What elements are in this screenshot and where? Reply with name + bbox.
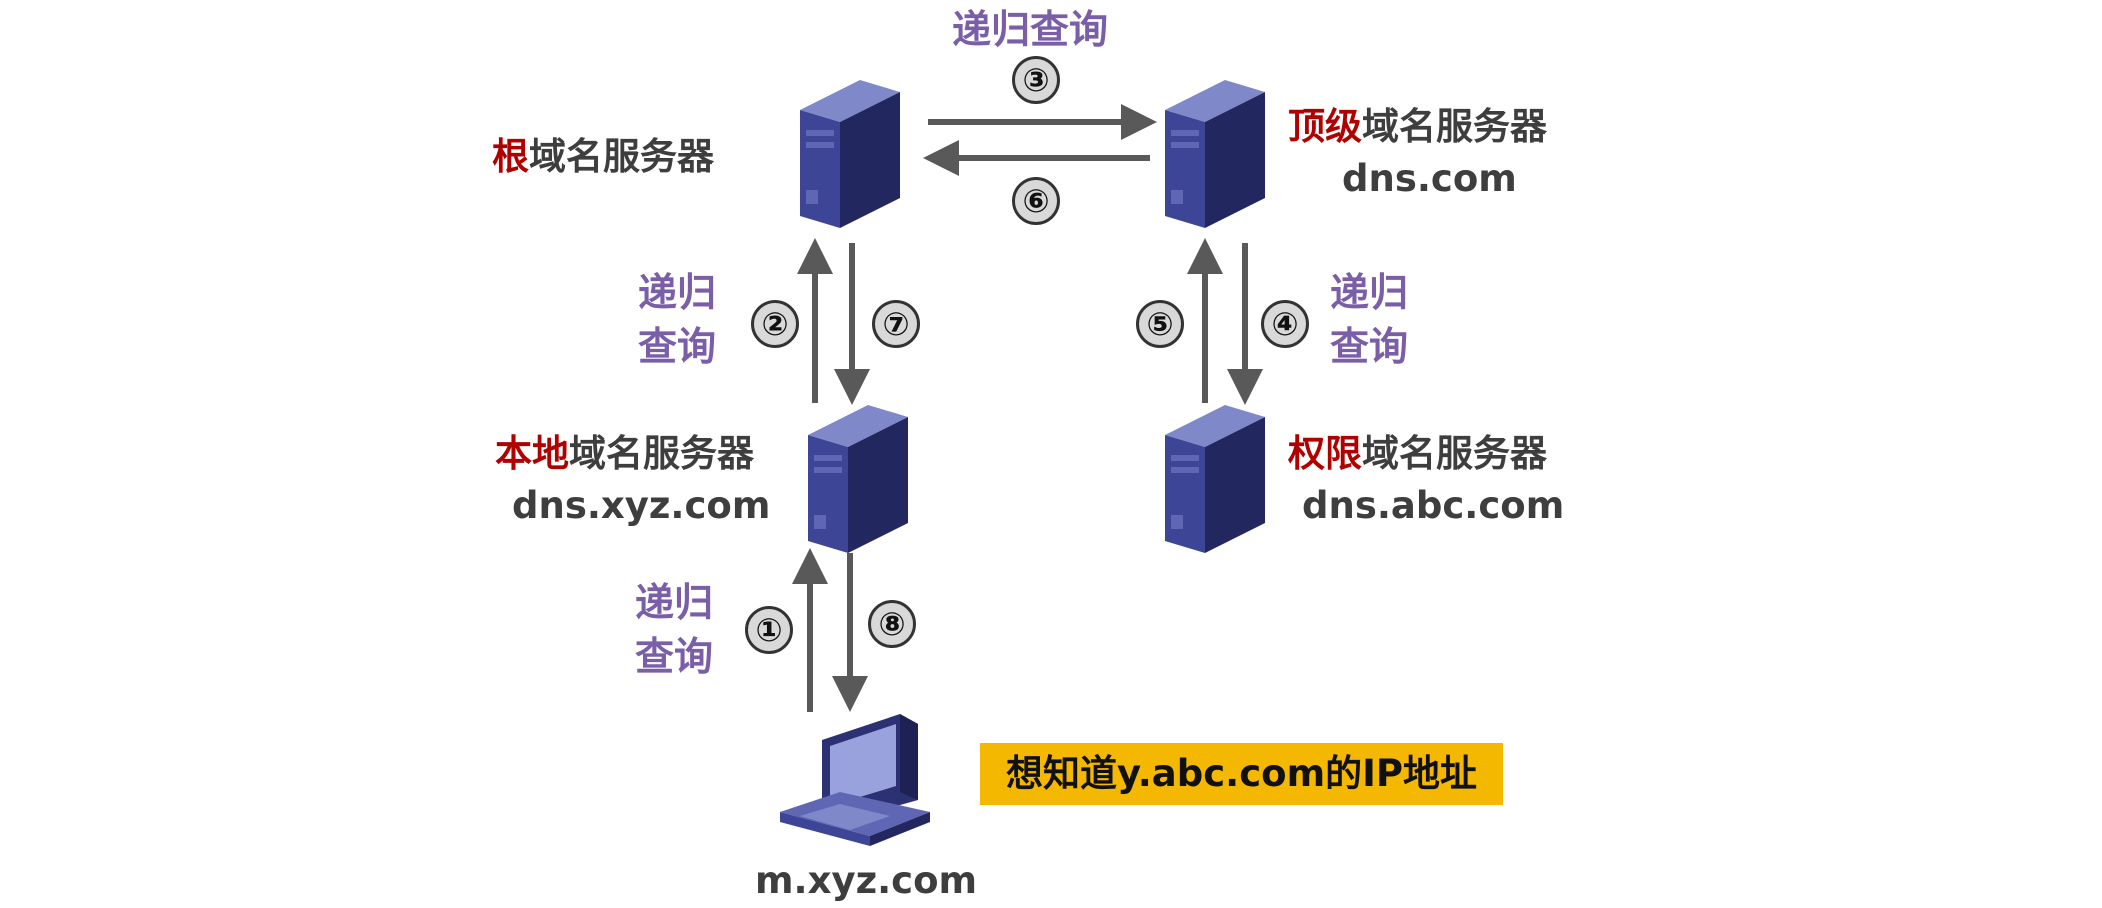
local-domain: dns.xyz.com — [512, 484, 771, 527]
tld-rest: 域名服务器 — [1362, 105, 1547, 148]
local-rest: 域名服务器 — [569, 432, 754, 475]
step-6-marker: ⑥ — [1012, 177, 1060, 225]
auth-server-label: 权限域名服务器 — [1288, 435, 1547, 472]
local-server-label: 本地域名服务器 — [495, 435, 754, 472]
top-query-label: 递归查询 — [952, 8, 1109, 53]
auth-server-icon — [1165, 405, 1265, 553]
query-left-upper-bottom: 查询 — [638, 325, 717, 370]
root-rest: 域名服务器 — [529, 135, 714, 178]
tld-domain: dns.com — [1342, 157, 1517, 200]
step-4-marker: ④ — [1261, 300, 1309, 348]
step-5-marker: ⑤ — [1136, 300, 1184, 348]
root-prefix: 根 — [492, 135, 529, 178]
tld-server-icon — [1165, 80, 1265, 228]
step-1-marker: ① — [745, 606, 793, 654]
auth-rest: 域名服务器 — [1362, 432, 1547, 475]
root-server-label: 根域名服务器 — [492, 138, 714, 175]
computer-icon — [780, 714, 930, 846]
step-7-marker: ⑦ — [872, 300, 920, 348]
client-domain: m.xyz.com — [755, 859, 978, 902]
local-server-icon — [808, 405, 908, 553]
tld-server-label: 顶级域名服务器 — [1288, 108, 1547, 145]
question-note: 想知道y.abc.com的IP地址 — [980, 743, 1504, 805]
auth-prefix: 权限 — [1288, 432, 1362, 475]
query-left-upper-top: 递归 — [638, 271, 717, 316]
query-left-lower-bottom: 查询 — [635, 635, 714, 680]
query-left-lower-top: 递归 — [635, 581, 714, 626]
query-right-top: 递归 — [1330, 271, 1409, 316]
root-server-icon — [800, 80, 900, 228]
step-8-marker: ⑧ — [868, 600, 916, 648]
auth-domain: dns.abc.com — [1302, 484, 1565, 527]
tld-prefix: 顶级 — [1288, 105, 1362, 148]
step-2-marker: ② — [751, 300, 799, 348]
step-3-marker: ③ — [1012, 56, 1060, 104]
local-prefix: 本地 — [495, 432, 569, 475]
query-right-bottom: 查询 — [1330, 325, 1409, 370]
